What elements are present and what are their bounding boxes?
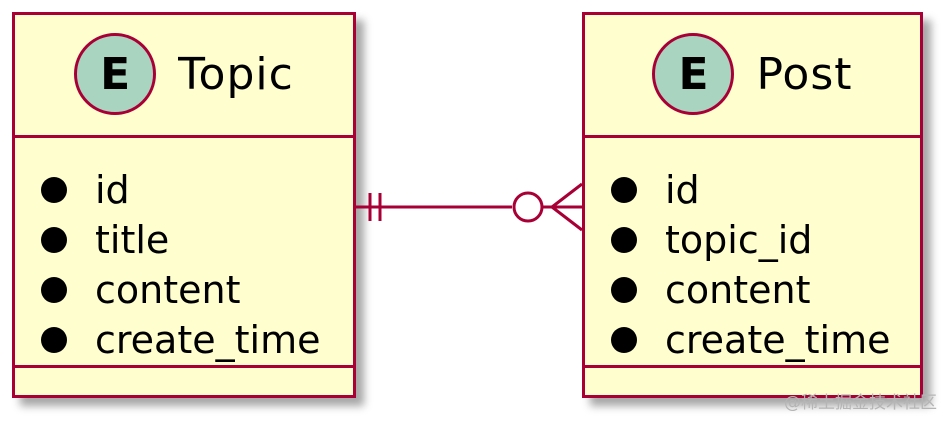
entity-badge-icon: E [74, 33, 157, 115]
header-divider [15, 135, 353, 138]
attribute-name: topic_id [665, 218, 813, 262]
entity-badge-icon: E [652, 33, 735, 115]
entity-post-attributes: id topic_id content create_time [611, 165, 890, 365]
attribute-name: create_time [95, 318, 321, 362]
entity-post-header: E Post [585, 15, 920, 133]
attribute-row: topic_id [611, 215, 890, 265]
attribute-name: id [95, 168, 130, 212]
zero-circle-icon [512, 191, 544, 223]
watermark: @稀土掘金技术社区 [784, 393, 937, 413]
entity-topic: E Topic id title content create_time [12, 12, 356, 398]
mandatory-bullet-icon [611, 227, 637, 253]
attribute-name: content [95, 268, 241, 312]
attribute-row: content [41, 265, 320, 315]
mandatory-bullet-icon [611, 177, 637, 203]
attribute-row: create_time [611, 315, 890, 365]
attribute-row: create_time [41, 315, 320, 365]
attribute-name: content [665, 268, 811, 312]
attribute-name: id [665, 168, 700, 212]
entity-post: E Post id topic_id content create_time [582, 12, 923, 398]
header-divider [585, 135, 920, 138]
attribute-row: title [41, 215, 320, 265]
mandatory-bullet-icon [41, 327, 67, 353]
footer-divider [15, 365, 353, 368]
mandatory-bullet-icon [41, 227, 67, 253]
mandatory-bullet-icon [611, 327, 637, 353]
attribute-name: create_time [665, 318, 891, 362]
entity-topic-header: E Topic [15, 15, 353, 133]
entity-topic-name: Topic [178, 48, 294, 100]
entity-post-name: Post [756, 48, 853, 100]
entity-topic-attributes: id title content create_time [41, 165, 320, 365]
attribute-row: id [41, 165, 320, 215]
crows-foot-icon [551, 205, 583, 232]
attribute-row: content [611, 265, 890, 315]
attribute-row: id [611, 165, 890, 215]
attribute-name: title [95, 218, 170, 262]
crows-foot-icon [551, 182, 583, 209]
mandatory-bullet-icon [41, 277, 67, 303]
mandatory-bullet-icon [611, 277, 637, 303]
mandatory-bullet-icon [41, 177, 67, 203]
footer-divider [585, 365, 920, 368]
